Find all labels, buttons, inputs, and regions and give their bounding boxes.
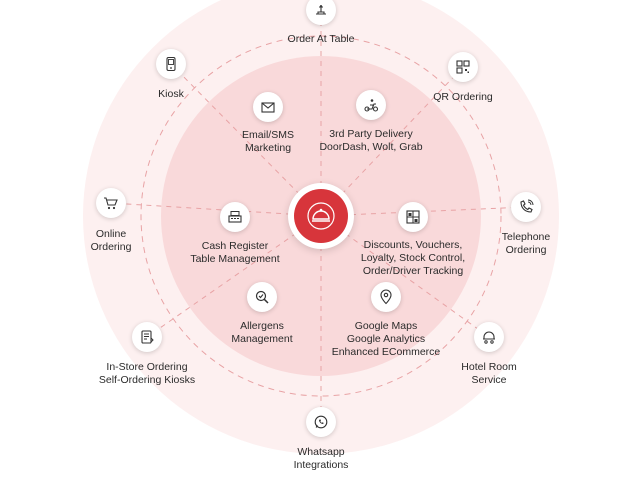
allergens-management-label-line: Allergens <box>240 320 284 332</box>
telephone-ordering-label-line: Ordering <box>505 244 547 256</box>
kiosk-label: Kiosk <box>158 88 184 101</box>
hotel-room-service-label-line: Service <box>471 374 507 386</box>
serving-cloche-icon <box>307 202 335 230</box>
room-service-cart-icon <box>483 331 495 344</box>
discounts-loyalty-label: Discounts, Vouchers,Loyalty, Stock Contr… <box>361 239 465 278</box>
magnifier-check-icon <box>255 290 269 304</box>
qr-ordering-label: QR Ordering <box>433 91 493 104</box>
order-at-table-node <box>306 0 336 25</box>
discounts-loyalty-label-line: Discounts, Vouchers, <box>363 239 463 251</box>
third-party-delivery-node <box>356 90 386 120</box>
google-integrations-label-line: Enhanced ECommerce <box>331 346 441 358</box>
whatsapp-integrations-node <box>306 407 336 437</box>
center-core <box>294 189 348 243</box>
telephone-icon <box>520 199 534 213</box>
qr-ordering-label-line: QR Ordering <box>433 91 493 103</box>
qr-ordering-spoke <box>320 66 464 217</box>
cash-register-node <box>220 202 250 232</box>
cash-register-label-line: Cash Register <box>201 240 269 252</box>
discounts-loyalty-node <box>398 202 428 232</box>
cash-register-icon <box>228 211 242 223</box>
google-integrations-label-line: Google Analytics <box>346 333 426 345</box>
envelope-icon <box>261 102 275 113</box>
whatsapp-integrations-label-line: Whatsapp <box>297 446 345 458</box>
email-sms-marketing-label-line: Email/SMS <box>242 129 294 141</box>
discounts-loyalty-label-line: Loyalty, Stock Control, <box>360 252 466 264</box>
telephone-ordering-label-line: Telephone <box>501 231 551 243</box>
order-at-table-label-line: Order At Table <box>287 33 355 45</box>
allergens-management-node <box>247 282 277 312</box>
connector-spokes <box>110 10 527 422</box>
shopping-cart-icon <box>104 197 118 210</box>
discounts-loyalty-label-line: Order/Driver Tracking <box>362 265 464 277</box>
allergens-management-label-line: Management <box>231 333 293 345</box>
email-sms-marketing-node <box>253 92 283 122</box>
kiosk-device-icon <box>166 56 176 72</box>
center-hub <box>288 183 354 249</box>
online-ordering-node <box>96 188 126 218</box>
third-party-delivery-label-line: DoorDash, Wolt, Grab <box>319 141 423 153</box>
google-integrations-node <box>371 282 401 312</box>
telephone-ordering-node <box>511 192 541 222</box>
email-sms-marketing-label-line: Marketing <box>244 142 292 154</box>
inventory-shelf-icon <box>406 210 420 224</box>
map-pin-icon <box>380 289 392 305</box>
whatsapp-integrations-label-line: Integrations <box>293 459 349 471</box>
in-store-ordering-node <box>132 322 162 352</box>
qr-ordering-node <box>448 52 478 82</box>
table-service-icon <box>316 5 326 15</box>
cash-register-label-line: Table Management <box>190 253 280 265</box>
qr-code-icon <box>456 60 470 74</box>
in-store-ordering-label-line: Self-Ordering Kiosks <box>98 374 196 386</box>
online-ordering-label-line: Online <box>95 228 127 240</box>
delivery-scooter-icon <box>364 99 379 112</box>
whatsapp-icon <box>314 415 328 429</box>
kiosk-label-line: Kiosk <box>158 88 184 100</box>
receipt-kiosk-icon <box>141 330 154 344</box>
hotel-room-service-spoke <box>320 215 490 338</box>
online-ordering-label-line: Ordering <box>90 241 132 253</box>
third-party-delivery-label-line: 3rd Party Delivery <box>329 128 413 140</box>
hotel-room-service-label-line: Hotel Room <box>461 361 517 373</box>
in-store-ordering-label-line: In-Store Ordering <box>106 361 188 373</box>
kiosk-node <box>156 49 186 79</box>
order-at-table-label: Order At Table <box>288 33 355 46</box>
hotel-room-service-node <box>474 322 504 352</box>
google-integrations-label-line: Google Maps <box>354 320 418 332</box>
